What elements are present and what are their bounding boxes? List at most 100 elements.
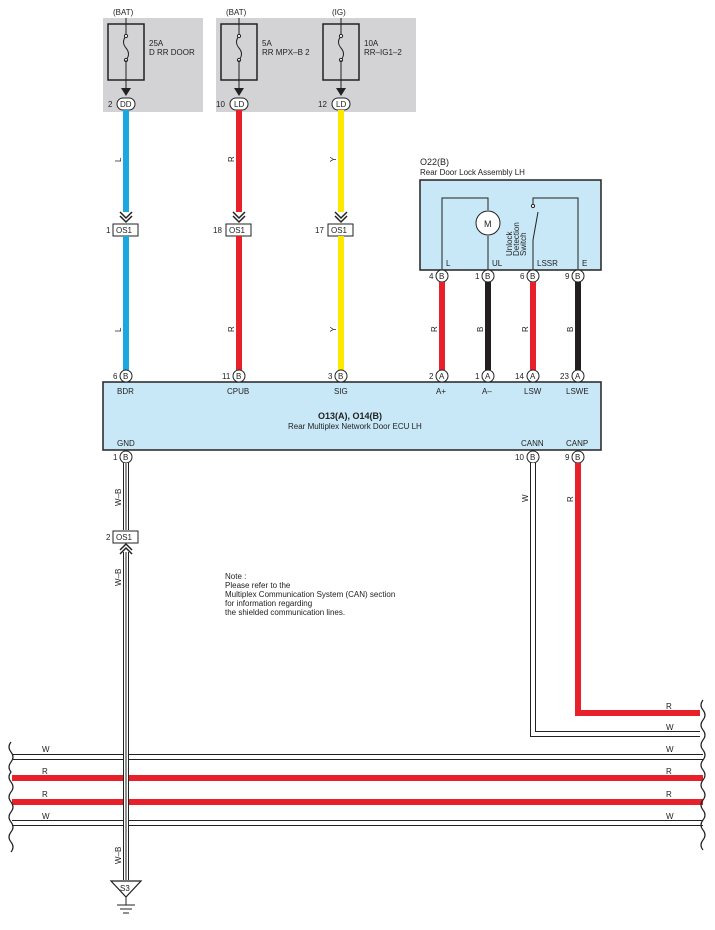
svg-text:10: 10 (216, 100, 225, 109)
svg-text:LSWE: LSWE (566, 387, 589, 396)
svg-text:B: B (530, 272, 535, 281)
os1-gnd-chevrons (119, 542, 133, 555)
os1-connector-3: OS1 17 (315, 223, 354, 237)
switch-label-1: Unlock (505, 231, 514, 256)
svg-text:9: 9 (565, 272, 570, 281)
lock-pin-1: B 1 (475, 269, 495, 283)
svg-text:OS1: OS1 (229, 226, 246, 235)
ecu-label-canp: CANP (566, 439, 588, 448)
bus-label-w2-right: W (666, 812, 674, 821)
svg-text:2: 2 (106, 533, 111, 542)
ecu-pin-cpub: B 11 CPUB (222, 369, 249, 396)
fuse-arrows (121, 80, 346, 96)
svg-text:Please refer to the: Please refer to the (225, 581, 291, 590)
svg-text:S3: S3 (120, 884, 130, 893)
svg-text:B: B (338, 372, 343, 381)
svg-text:BDR: BDR (117, 387, 134, 396)
svg-text:B: B (575, 453, 580, 462)
svg-text:OS1: OS1 (116, 226, 133, 235)
lock-assembly-box (419, 179, 602, 271)
switch-contact-icon (530, 203, 536, 209)
bus-label-w1-left: W (42, 745, 50, 754)
svg-text:A: A (530, 372, 536, 381)
svg-text:A: A (575, 372, 581, 381)
wire-canp (575, 463, 700, 716)
ecu-pin-a-plus: A 2 A+ (429, 369, 449, 396)
lock-pin-4: B 4 (429, 269, 449, 283)
ecu-pin-a-minus: A 1 A– (475, 369, 495, 396)
svg-text:Multiplex Communication System: Multiplex Communication System (CAN) sec… (225, 590, 395, 599)
ecu-pin-gnd: B 1 (113, 450, 133, 464)
svg-text:CPUB: CPUB (227, 387, 249, 396)
lock-term-ul: UL (492, 259, 503, 268)
wire-label-lock-r1: R (430, 326, 439, 332)
svg-text:A+: A+ (436, 387, 446, 396)
svg-text:B: B (485, 272, 490, 281)
wire-label-wb-mid: W–B (114, 569, 123, 586)
os1-chevrons (119, 211, 348, 224)
ecu-pin-bdr: B 6 BDR (113, 369, 134, 396)
motor-label: M (484, 219, 492, 229)
svg-text:LD: LD (336, 100, 346, 109)
fuse-2-rating: 5A (262, 39, 272, 48)
fuse-2-source: (BAT) (226, 8, 247, 17)
fuse-connector-dd: DD 2 (108, 97, 136, 111)
lock-term-lssr: LSSR (537, 259, 558, 268)
ecu-pin-cann: B 10 (515, 450, 540, 464)
fuse-2-name: RR MPX–B 2 (262, 48, 310, 57)
svg-text:18: 18 (213, 226, 222, 235)
svg-text:B: B (439, 272, 444, 281)
svg-text:B: B (123, 372, 128, 381)
wire-label-wb-lower: W–B (114, 847, 123, 864)
fuse-1-rating: 25A (149, 39, 164, 48)
svg-text:1: 1 (475, 372, 480, 381)
wire-label-l-upper: L (114, 157, 123, 162)
svg-text:23: 23 (560, 372, 569, 381)
svg-text:2: 2 (429, 372, 434, 381)
lock-assembly-name: Rear Door Lock Assembly LH (420, 168, 525, 177)
svg-text:A: A (485, 372, 491, 381)
os1-connector-1: OS1 1 (106, 223, 139, 237)
bus-label-r1-right: R (666, 767, 672, 776)
svg-text:for information regarding: for information regarding (225, 599, 312, 608)
svg-text:11: 11 (222, 372, 231, 381)
fuse-box-2 (216, 18, 416, 112)
svg-text:B: B (123, 453, 128, 462)
bus-label-w2-left: W (42, 812, 50, 821)
ecu-pin-sig: B 3 SIG (328, 369, 348, 396)
svg-text:4: 4 (429, 272, 434, 281)
fuse-1-name: D RR DOOR (149, 48, 195, 57)
svg-text:1: 1 (113, 453, 118, 462)
lock-pin-9: B 9 (565, 269, 585, 283)
wire-label-l-lower: L (114, 327, 123, 332)
svg-text:the shielded communication lin: the shielded communication lines. (225, 608, 345, 617)
ecu-label-gnd: GND (117, 439, 135, 448)
switch-label-3: Switch (519, 232, 528, 256)
ground-s3-icon: S3 (109, 880, 143, 914)
svg-text:DD: DD (120, 100, 132, 109)
svg-text:10: 10 (515, 453, 524, 462)
wire-label-canp-r: R (566, 496, 575, 502)
lock-term-l: L (446, 259, 451, 268)
svg-text:1: 1 (475, 272, 480, 281)
break-mark-right (700, 699, 706, 851)
wire-label-r-lower: R (227, 326, 236, 332)
os1-connector-2: OS1 18 (213, 223, 252, 237)
bus-label-r2-left: R (42, 790, 48, 799)
svg-text:B: B (530, 453, 535, 462)
wire-label-lock-r2: R (521, 326, 530, 332)
svg-text:Note :: Note : (225, 572, 246, 581)
fuse-1-source: (BAT) (113, 8, 134, 17)
lock-assembly-code: O22(B) (420, 157, 449, 167)
wire-label-y-lower: Y (329, 326, 338, 332)
svg-text:3: 3 (328, 372, 333, 381)
wire-label-wb-upper: W–B (114, 489, 123, 506)
note-block: Note : Please refer to the Multiplex Com… (225, 572, 395, 617)
ecu-name: Rear Multiplex Network Door ECU LH (288, 422, 422, 431)
fuse-connector-ld-1: LD 10 (216, 97, 249, 111)
svg-text:12: 12 (318, 100, 327, 109)
svg-text:2: 2 (108, 100, 113, 109)
wire-label-cann-w-end: W (666, 723, 674, 732)
svg-text:B: B (236, 372, 241, 381)
svg-text:6: 6 (520, 272, 525, 281)
